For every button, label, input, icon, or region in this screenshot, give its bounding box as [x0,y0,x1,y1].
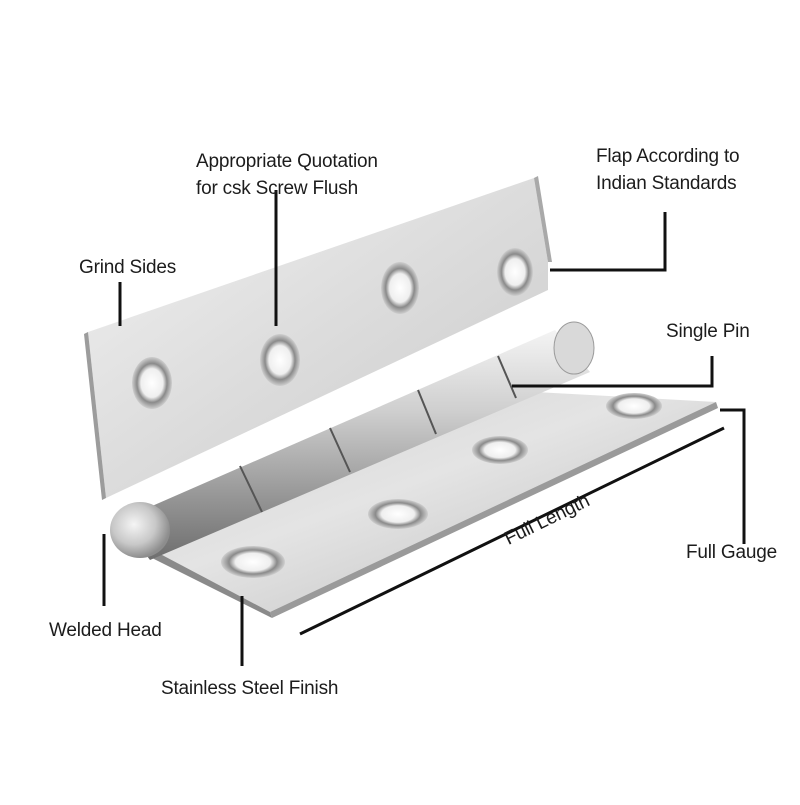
label-quotation: Appropriate Quotation for csk Screw Flus… [196,148,378,202]
label-flap-line-2: Indian Standards [596,173,737,194]
screw-holes-back [132,248,533,409]
leader-lines [102,190,746,666]
knuckle-barrel [120,330,590,560]
label-stainless-steel-finish: Stainless Steel Finish [161,678,339,699]
label-welded-head: Welded Head [49,620,162,641]
label-flap: Flap According to Indian Standards [596,143,740,197]
label-grind-sides: Grind Sides [79,257,177,278]
back-leaf [84,176,552,500]
label-full-gauge: Full Gauge [686,542,777,563]
label-single-pin: Single Pin [666,321,750,342]
label-flap-line-1: Flap According to [596,146,740,167]
screw-holes-front [221,393,662,578]
welded-head [110,502,170,558]
pin-top [553,321,595,375]
label-quotation-line-2: for csk Screw Flush [196,178,358,199]
label-quotation-line-1: Appropriate Quotation [196,151,378,172]
